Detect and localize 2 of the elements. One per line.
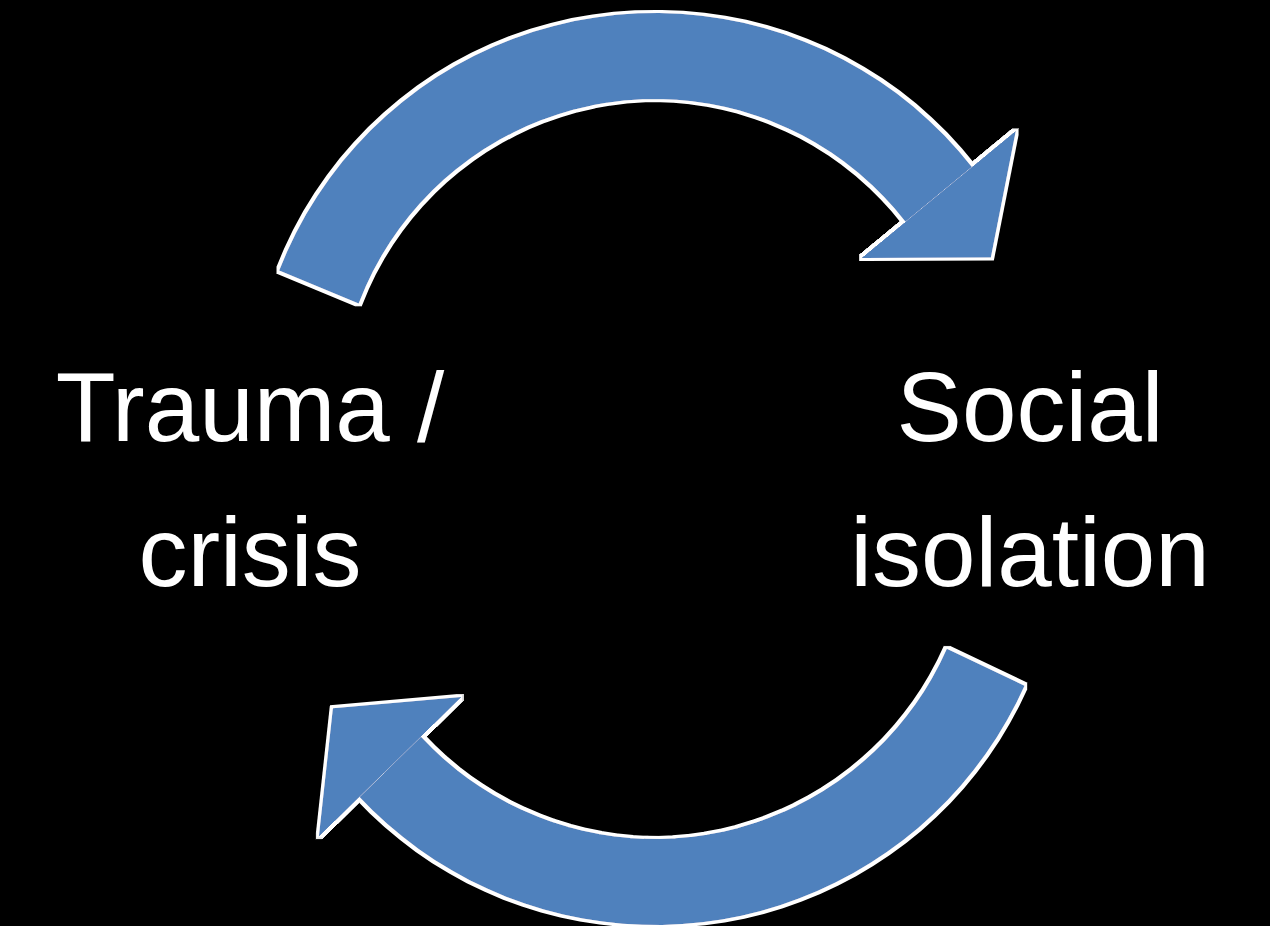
node-label: Social isolation (849, 351, 1211, 609)
node-label: Trauma / crisis (54, 351, 446, 609)
